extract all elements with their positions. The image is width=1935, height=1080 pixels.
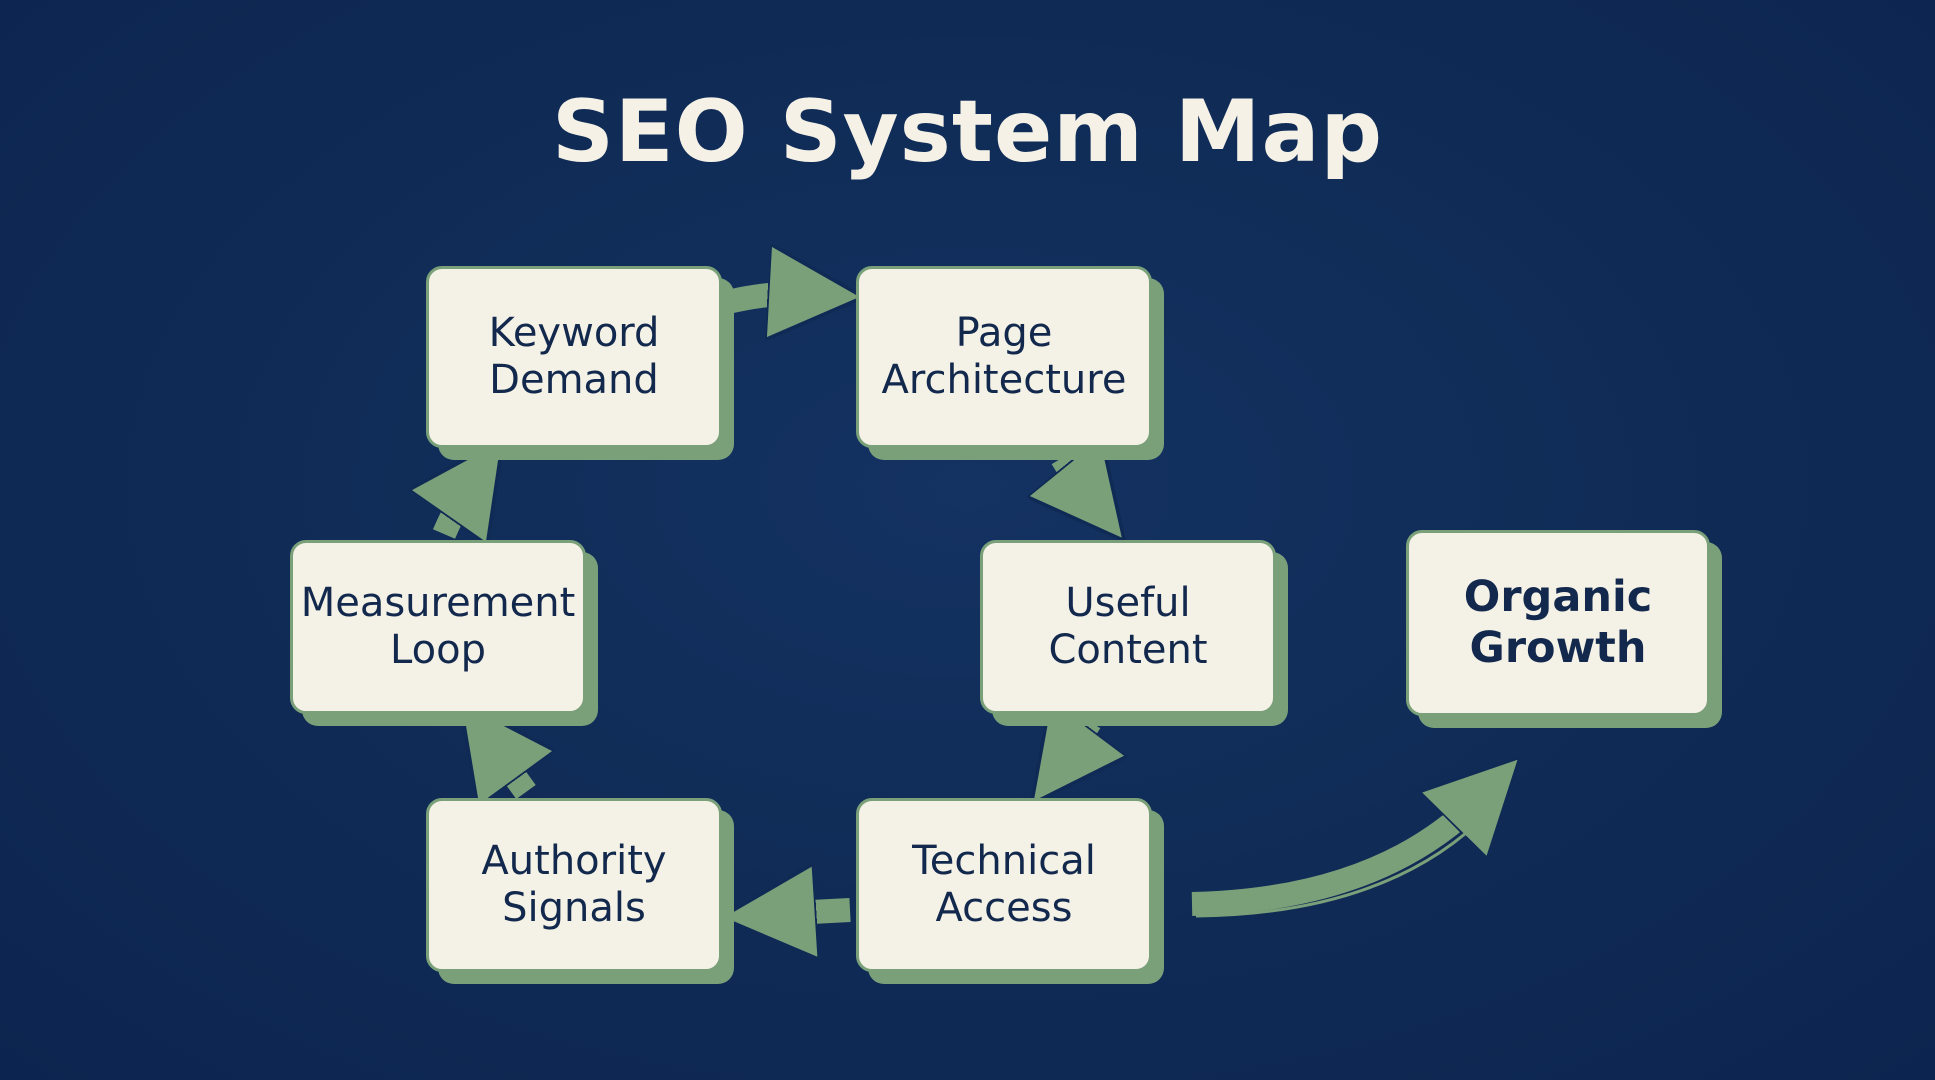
arrow-keyword-to-page: [725, 294, 806, 302]
node-measurement-loop: Measurement Loop: [290, 540, 586, 714]
node-useful-content: Useful Content: [980, 540, 1276, 714]
node-page-architecture: Page Architecture: [856, 266, 1152, 448]
node-authority-signals: Authority Signals: [426, 798, 722, 972]
node-keyword-demand: Keyword Demand: [426, 266, 722, 448]
node-label: Keyword Demand: [488, 309, 660, 403]
node-label: Useful Content: [1048, 579, 1208, 673]
page-title: SEO System Map: [551, 82, 1384, 182]
node-label: Organic Growth: [1463, 572, 1653, 673]
node-label: Measurement Loop: [300, 579, 576, 673]
arrow-useful-to-technical: [1066, 722, 1090, 758]
arrow-technical-to-organic-accent: [1195, 799, 1502, 918]
arrow-page-to-useful: [1062, 458, 1088, 496]
node-organic-growth: Organic Growth: [1406, 530, 1710, 716]
node-technical-access: Technical Access: [856, 798, 1152, 972]
arrow-measurement-to-keyword: [444, 486, 470, 534]
arrow-technical-to-authority: [778, 910, 851, 914]
arrow-technical-to-organic: [1191, 798, 1480, 916]
node-label: Page Architecture: [881, 309, 1127, 403]
arrow-authority-to-measurement: [494, 748, 526, 792]
node-label: Technical Access: [912, 837, 1096, 931]
node-label: Authority Signals: [481, 837, 667, 931]
